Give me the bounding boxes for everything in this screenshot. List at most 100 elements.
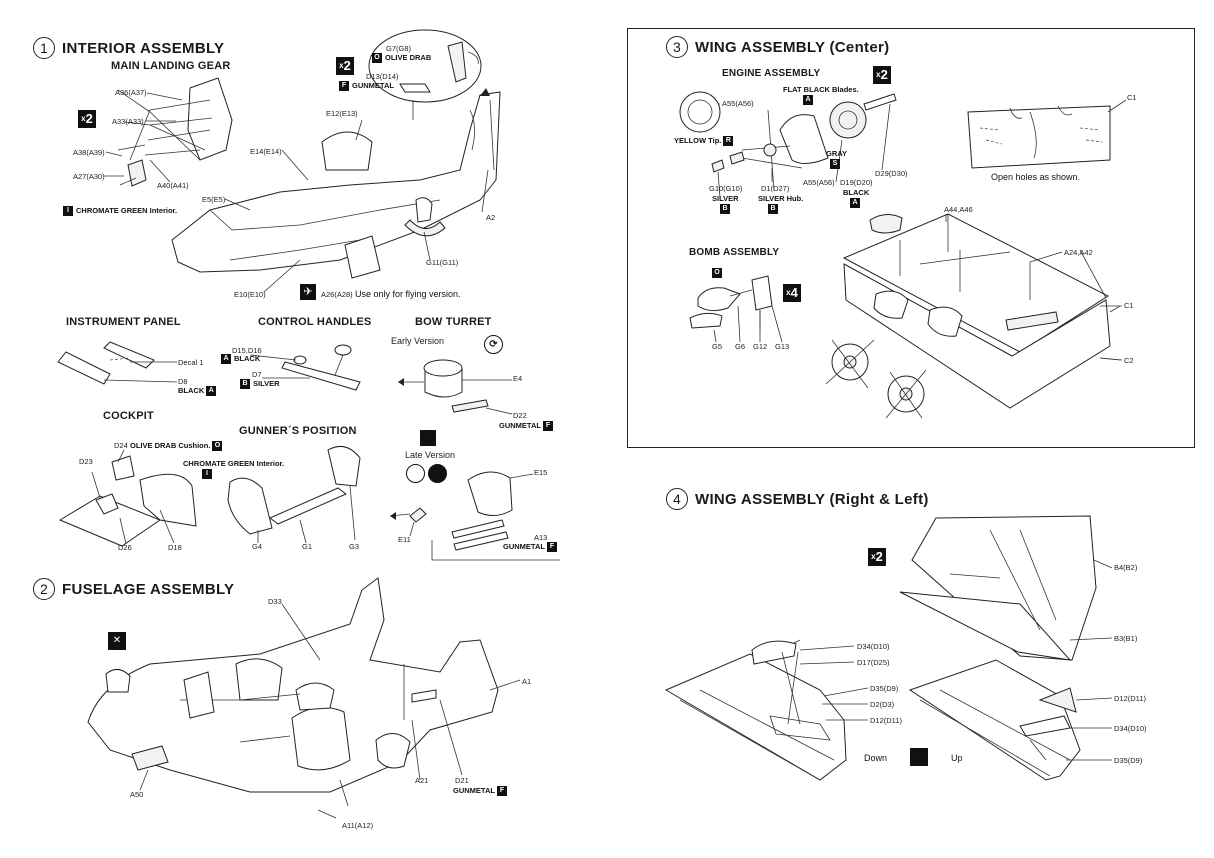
part-label: G11(G11) xyxy=(426,258,459,267)
gray-badge: S xyxy=(830,159,843,170)
open-holes-panel-drawing xyxy=(967,105,1111,169)
color-badge: A xyxy=(206,386,217,397)
d24-color-text: OLIVE DRAB Cushion. xyxy=(130,441,211,450)
color-badge: O xyxy=(372,53,382,64)
wing-quantity-badge: x2 xyxy=(868,548,886,566)
section-4-label: WING ASSEMBLY (Right & Left) xyxy=(695,490,929,508)
part-label: G1 xyxy=(302,542,313,551)
part-label: D17(D25) xyxy=(857,658,890,667)
open-holes-note: Open holes as shown. xyxy=(991,172,1081,182)
d15-color-text: BLACK xyxy=(234,354,261,363)
chromate-badge: I xyxy=(202,469,215,480)
part-label: E10(E10) xyxy=(234,290,266,299)
part-label: A2 xyxy=(486,213,496,222)
flat-black-badge: A xyxy=(803,95,816,106)
part-label: A33(A33) xyxy=(112,117,144,126)
part-label: D21 xyxy=(455,776,469,785)
part-label: A50 xyxy=(130,790,144,799)
color-badge: R xyxy=(723,136,734,147)
flying-version-icon: ✈ xyxy=(300,284,316,300)
outer-wing-right-bottom-drawing xyxy=(908,659,1081,781)
part-label: D29(D30) xyxy=(875,169,908,178)
step-circle-filled-icon xyxy=(428,464,447,483)
color-badge: F xyxy=(496,786,507,797)
outer-wing-right-drawing xyxy=(899,515,1097,661)
part-label: A21 xyxy=(415,776,429,785)
part-label: G3 xyxy=(349,542,360,551)
d24-color-note: OLIVE DRAB Cushion.O xyxy=(130,441,223,452)
part-label: A55(A56) xyxy=(803,178,835,187)
flying-version-note: Use only for flying version. xyxy=(355,289,461,299)
color-badge: F xyxy=(546,542,557,553)
part-label: G7(G8) xyxy=(386,44,412,53)
part-label: G12 xyxy=(753,342,768,351)
part-label: Decal 1 xyxy=(178,358,204,367)
part-label: G4 xyxy=(252,542,263,551)
part-label: B3(B1) xyxy=(1114,634,1138,643)
part-label: A44,A46 xyxy=(944,205,973,214)
part-label: G13 xyxy=(775,342,790,351)
color-badge: B xyxy=(768,204,778,215)
color-badge: F xyxy=(339,81,349,92)
gray-note: GRAY xyxy=(826,149,847,158)
up-label: Up xyxy=(951,753,963,763)
section-1-title: 1 INTERIOR ASSEMBLY xyxy=(33,37,224,59)
section-4-number: 4 xyxy=(666,488,688,510)
bomb-assembly-heading: BOMB ASSEMBLY xyxy=(689,247,780,258)
part-label: D34(D10) xyxy=(857,642,890,651)
color-badge: O xyxy=(712,268,722,279)
part-label: A24,A42 xyxy=(1064,248,1093,257)
bomb-quantity-badge: x4 xyxy=(783,284,801,302)
chromate-note: CHROMATE GREEN Interior. xyxy=(183,459,285,468)
main-landing-gear-drawing xyxy=(117,77,233,187)
gunners-position-drawing xyxy=(227,445,361,535)
flat-black-note: FLAT BLACK Blades. xyxy=(783,85,859,94)
d7-color-text: SILVER xyxy=(253,379,280,388)
gear-quantity: 2 xyxy=(85,111,93,126)
color-badge: B xyxy=(240,379,250,390)
part-label: D1(D27) xyxy=(761,184,790,193)
no-flying-version-icon: ✕ xyxy=(108,632,126,650)
d21-color-text: GUNMETAL xyxy=(453,786,495,795)
part-label: A27(A30) xyxy=(73,172,105,181)
g10-color-note: SILVER xyxy=(712,194,739,203)
leader-lines xyxy=(91,92,1127,791)
inset-quantity-badge: x2 xyxy=(336,57,354,75)
bomb-quantity: 4 xyxy=(790,285,798,300)
part-label: D23 xyxy=(79,457,93,466)
part-label: E14(E14) xyxy=(250,147,282,156)
color-badge: A xyxy=(221,354,231,365)
part-label: C1 xyxy=(1124,301,1134,310)
inset-gun-text: GUNMETAL xyxy=(352,81,394,90)
engine-quantity-badge: x2 xyxy=(873,66,891,84)
yellow-tip-text: YELLOW Tip. xyxy=(674,136,722,145)
late-version-icon xyxy=(420,430,436,446)
bow-turret-heading: BOW TURRET xyxy=(415,316,492,328)
early-version-label: Early Version xyxy=(391,336,445,346)
step-circle-icon xyxy=(406,464,425,483)
color-badge: B xyxy=(720,204,730,215)
wing-quantity: 2 xyxy=(875,549,883,564)
part-label: A11(A12) xyxy=(342,821,374,830)
bow-turret-late-drawing xyxy=(389,471,560,561)
control-handles-heading: CONTROL HANDLES xyxy=(258,316,372,328)
gear-color-text: CHROMATE GREEN Interior. xyxy=(76,206,178,215)
section-2-label: FUSELAGE ASSEMBLY xyxy=(62,580,235,598)
d19-color-note: BLACK xyxy=(843,188,870,197)
part-label: D33 xyxy=(268,597,282,606)
engine-assembly-drawing xyxy=(679,91,897,191)
bow-turret-early-drawing xyxy=(398,359,489,413)
part-label: C2 xyxy=(1124,356,1134,365)
d8-color-text: BLACK xyxy=(178,386,205,395)
color-badge: A xyxy=(803,95,813,106)
part-label: G5 xyxy=(712,342,723,351)
down-up-icon xyxy=(910,748,928,766)
engine-quantity: 2 xyxy=(880,67,888,82)
section-1-label: INTERIOR ASSEMBLY xyxy=(62,39,225,57)
